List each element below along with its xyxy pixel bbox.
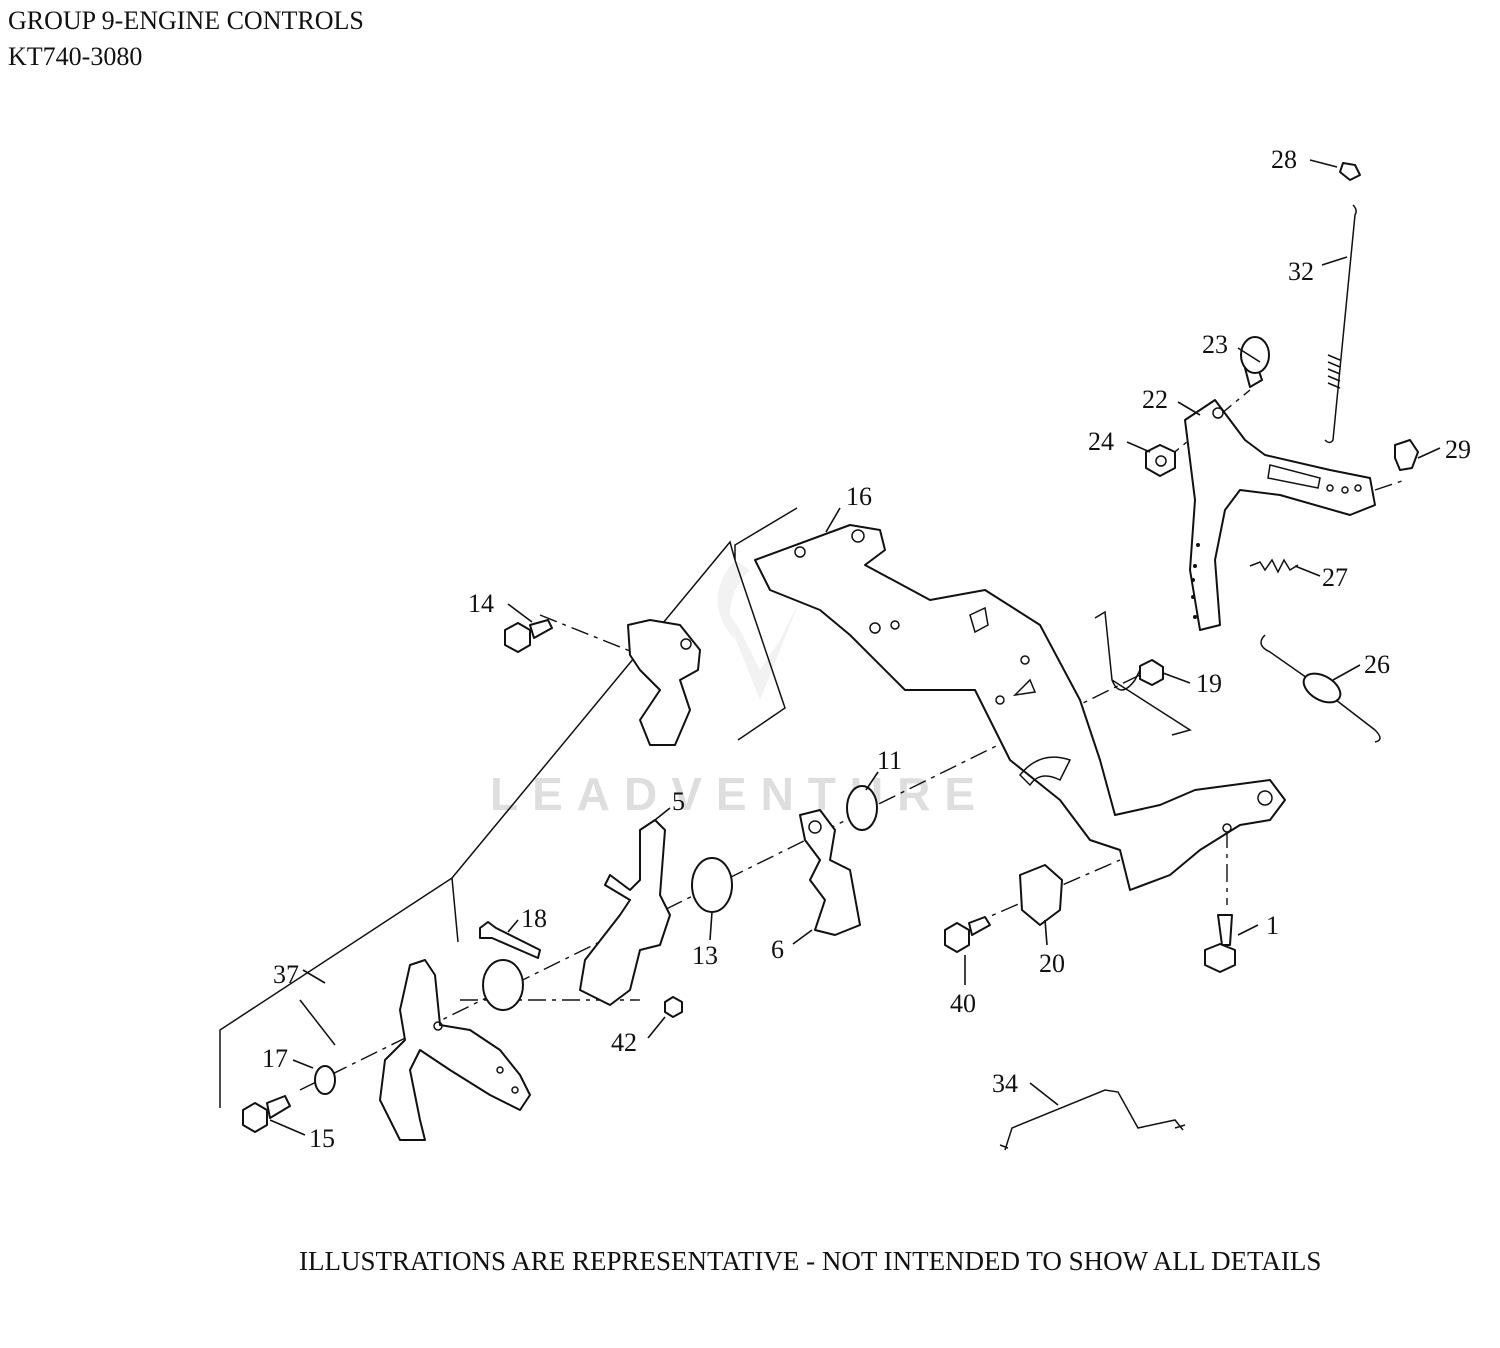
callout-42: 42 [611,1028,637,1057]
spring-26 [1260,634,1381,743]
watermark-logo [717,560,800,700]
callout-numbers: 28 32 23 22 24 29 16 27 14 26 19 11 5 18… [262,145,1471,1153]
lever-5 [579,819,671,1006]
bolt-15 [242,1095,291,1133]
washer-under-5 [482,959,524,1011]
callout-27: 27 [1322,563,1348,592]
callout-28: 28 [1271,145,1297,174]
callout-14: 14 [468,589,494,618]
washer-11 [846,785,878,831]
bolt-1 [1204,914,1236,973]
callout-22: 22 [1142,385,1168,414]
callout-13: 13 [692,941,718,970]
watermark-text: LEADVENTURE [490,768,989,820]
callout-34: 34 [992,1069,1018,1098]
callout-32: 32 [1288,257,1314,286]
callout-20: 20 [1039,949,1065,978]
lever-6 [799,809,861,936]
washer-13 [691,857,733,913]
washer-17 [314,1065,336,1095]
throttle-lever-22 [1184,399,1376,631]
wire-spring [1094,610,1192,736]
callout-15: 15 [309,1124,335,1153]
callout-29: 29 [1445,435,1471,464]
spring-27 [1249,558,1299,574]
callout-16: 16 [846,482,872,511]
model-number: KT740-3080 [8,42,143,71]
linkage-rod-34 [999,1089,1186,1151]
lever-plate-14 [627,619,701,746]
nut-19 [1139,659,1164,686]
callout-40: 40 [950,989,976,1018]
pin-18 [479,921,541,959]
callout-19: 19 [1196,669,1222,698]
lever-assembly-37 [379,959,531,1141]
disclaimer-note: ILLUSTRATIONS ARE REPRESENTATIVE - NOT I… [299,1246,1322,1276]
clip-29 [1394,439,1419,471]
callout-17: 17 [262,1044,288,1073]
callout-5: 5 [672,787,685,816]
group-title: GROUP 9-ENGINE CONTROLS [8,6,364,35]
clip-28 [1339,162,1361,181]
callout-18: 18 [521,904,547,933]
callout-37: 37 [273,960,299,989]
main-control-bracket [754,524,1286,891]
bolt-40 [944,916,991,953]
callout-11: 11 [877,746,902,775]
nut-42 [664,996,683,1018]
bolt-14 [504,619,553,653]
callout-26: 26 [1364,650,1390,679]
control-knob-23 [1240,336,1270,388]
leader-lines [269,159,1441,1136]
callout-24: 24 [1088,427,1114,456]
clip-20 [1019,864,1063,926]
choke-rod-32 [1324,204,1357,444]
callout-1: 1 [1266,911,1279,940]
lock-nut-24 [1145,444,1176,477]
callout-23: 23 [1202,330,1228,359]
callout-6: 6 [771,935,784,964]
